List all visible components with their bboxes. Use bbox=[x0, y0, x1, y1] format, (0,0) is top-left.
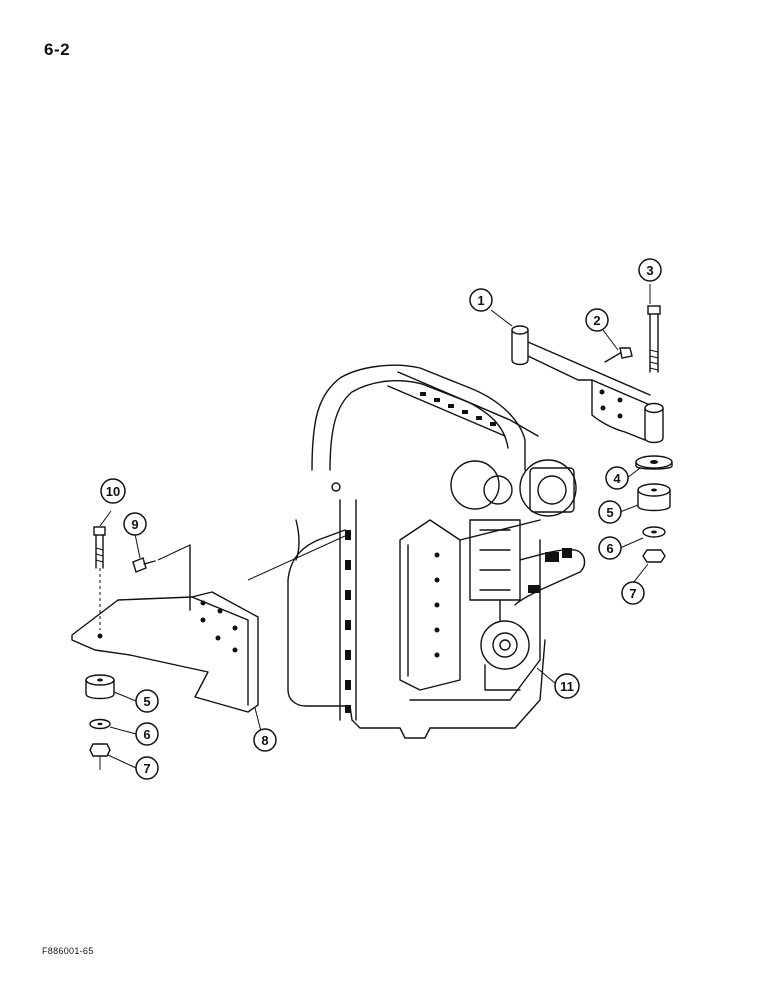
bolt-3 bbox=[647, 305, 661, 373]
callout-5a: 5 bbox=[598, 500, 622, 524]
callout-label: 8 bbox=[261, 733, 268, 748]
callout-label: 7 bbox=[143, 761, 150, 776]
callout-label: 9 bbox=[131, 517, 138, 532]
callout-6b: 6 bbox=[135, 722, 159, 746]
callout-9: 9 bbox=[123, 512, 147, 536]
callout-10: 10 bbox=[100, 478, 126, 504]
callout-label: 6 bbox=[606, 541, 613, 556]
callout-label: 10 bbox=[106, 484, 120, 499]
page-number: 6-2 bbox=[44, 40, 71, 59]
transmission-housing bbox=[287, 364, 586, 739]
callout-label: 1 bbox=[477, 293, 484, 308]
callout-1: 1 bbox=[469, 288, 493, 312]
callout-5b: 5 bbox=[135, 689, 159, 713]
bolt-9 bbox=[132, 557, 156, 573]
callout-label: 5 bbox=[143, 694, 150, 709]
callout-label: 6 bbox=[143, 727, 150, 742]
callout-label: 4 bbox=[613, 471, 621, 486]
callout-3: 3 bbox=[638, 258, 662, 282]
bolt-10 bbox=[93, 526, 106, 630]
callout-label: 7 bbox=[629, 586, 636, 601]
right-bracket bbox=[511, 325, 664, 444]
callout-label: 2 bbox=[593, 313, 600, 328]
nut-7-left bbox=[89, 743, 111, 757]
callout-8: 8 bbox=[253, 728, 277, 752]
callout-label: 3 bbox=[646, 263, 653, 278]
figure-id: F886001-65 bbox=[42, 946, 94, 956]
callout-4: 4 bbox=[605, 466, 629, 490]
bolt-2 bbox=[604, 347, 633, 363]
callout-label: 5 bbox=[606, 505, 613, 520]
mount-5-left bbox=[85, 674, 115, 700]
callout-7b: 7 bbox=[135, 756, 159, 780]
callout-7a: 7 bbox=[621, 581, 645, 605]
callout-6a: 6 bbox=[598, 536, 622, 560]
mount-5-right bbox=[637, 483, 671, 512]
left-bracket bbox=[71, 535, 346, 713]
leader-lines bbox=[99, 284, 651, 769]
callout-2: 2 bbox=[585, 308, 609, 332]
nut-7-right bbox=[642, 549, 666, 563]
callout-11: 11 bbox=[554, 673, 580, 699]
callout-label: 11 bbox=[560, 679, 574, 694]
